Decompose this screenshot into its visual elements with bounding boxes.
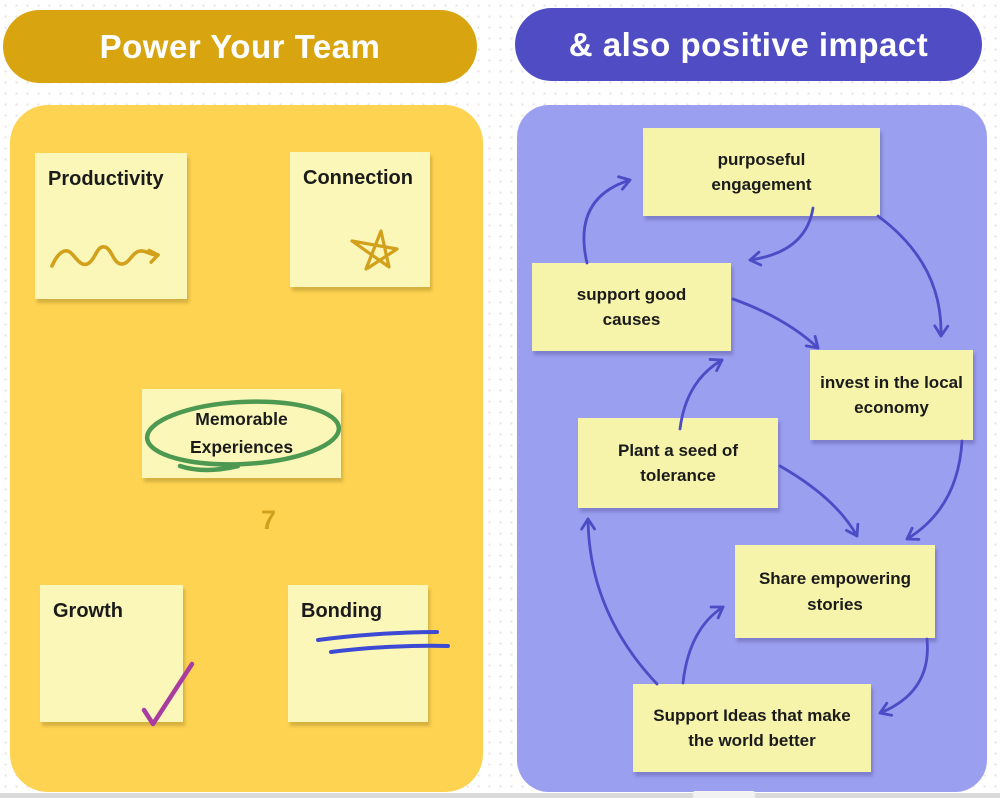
sticky-note-connection[interactable]: Connection <box>290 152 430 287</box>
sticky-note-support-good-causes[interactable]: support good causes <box>532 263 731 351</box>
note-label: Plant a seed of tolerance <box>618 440 738 486</box>
note-label: Connection <box>303 167 413 189</box>
hand-drawn-seven[interactable]: 7 <box>261 505 277 535</box>
note-label: purposeful engagement <box>711 149 812 195</box>
right-board-title-pill[interactable]: & also positive impact <box>515 8 982 81</box>
note-label: Share empowering stories <box>758 569 912 614</box>
note-label: Bonding <box>301 600 383 622</box>
sticky-note-plant-seed-of-tolerance[interactable]: Plant a seed of tolerance <box>578 418 778 508</box>
sticky-note-bonding[interactable]: Bonding <box>288 585 428 722</box>
left-board-title-pill[interactable]: Power Your Team <box>3 10 477 83</box>
note-label: Support Ideas that make the world better <box>653 705 851 751</box>
note-label: Growth <box>53 600 123 622</box>
left-board-title: Power Your Team <box>99 27 381 65</box>
horizontal-scrollbar-thumb[interactable] <box>693 791 755 798</box>
sticky-note-memorable-experiences[interactable]: Memorable Experiences <box>142 389 341 478</box>
sticky-note-invest-local-economy[interactable]: invest in the local economy <box>810 350 973 440</box>
note-label: invest in the local economy <box>820 372 963 418</box>
sticky-note-support-ideas-world-better[interactable]: Support Ideas that make the world better <box>633 684 871 772</box>
right-board-title: & also positive impact <box>568 25 929 63</box>
note-label: Productivity <box>48 168 164 190</box>
sticky-note-purposeful-engagement[interactable]: purposeful engagement <box>643 128 880 216</box>
window-bottom-edge <box>0 793 1000 798</box>
note-label: Memorable Experiences <box>189 409 294 457</box>
sticky-note-share-empowering-stories[interactable]: Share empowering stories <box>735 545 935 638</box>
sticky-note-growth[interactable]: Growth <box>40 585 183 722</box>
sticky-note-productivity[interactable]: Productivity <box>35 153 187 299</box>
note-label: support good causes <box>576 284 687 330</box>
